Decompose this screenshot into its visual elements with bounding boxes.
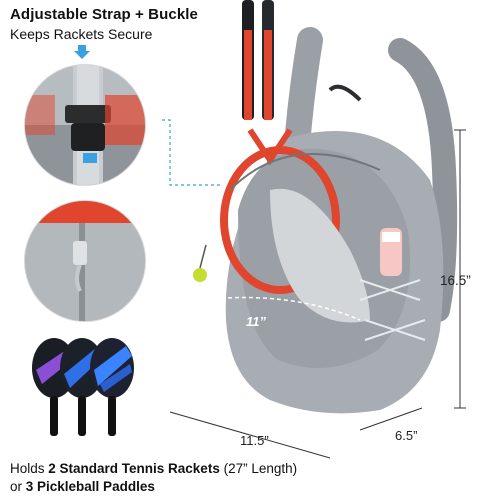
arrow-down-icon [74, 45, 90, 59]
pickleball-paddles [26, 330, 146, 460]
capacity-line-2: or 3 Pickleball Paddles [10, 479, 155, 494]
capacity-line-1: Holds 2 Standard Tennis Rackets (27” Len… [10, 461, 298, 476]
capacity-caption: Holds 2 Standard Tennis Rackets (27” Len… [10, 460, 340, 496]
height-dimension-label: 16.5” [440, 273, 471, 288]
depth-dimension-label: 6.5” [395, 428, 418, 443]
width-dimension-label: 11.5” [240, 433, 269, 448]
feature-subtitle: Keeps Rackets Secure [10, 26, 153, 42]
inner-width-label: 11” [246, 314, 266, 329]
feature-title: Adjustable Strap + Buckle [10, 6, 198, 23]
backpack-illustration [160, 0, 500, 460]
zipper-closeup [24, 200, 146, 322]
buckle-closeup [24, 64, 146, 186]
